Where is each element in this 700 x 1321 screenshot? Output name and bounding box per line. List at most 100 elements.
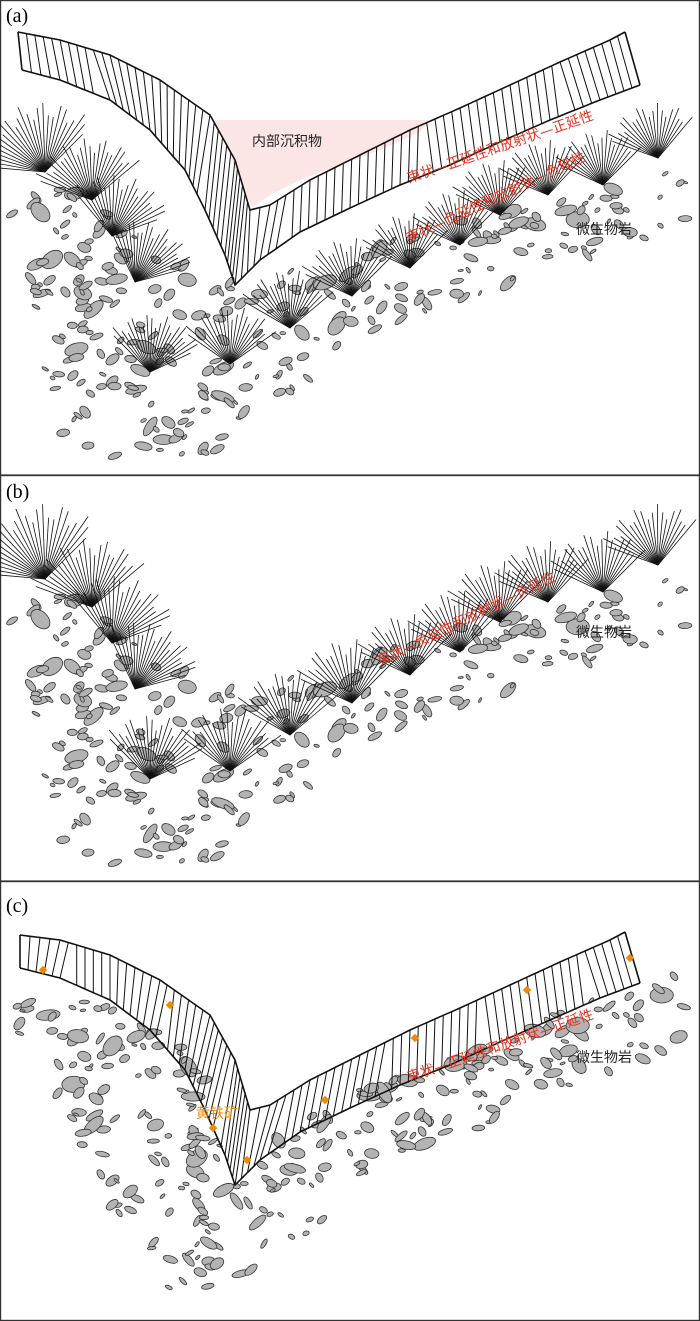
pebble: [156, 447, 164, 452]
pebble: [187, 1150, 195, 1156]
pebble: [200, 407, 211, 414]
pebble: [272, 374, 280, 378]
pebble: [335, 1131, 347, 1140]
pebble: [266, 1211, 274, 1217]
pebble: [79, 1076, 89, 1085]
pebble: [315, 1172, 324, 1183]
pebble: [161, 416, 176, 429]
pebble: [316, 1214, 328, 1225]
pebble: [652, 983, 665, 995]
pebble: [89, 739, 104, 748]
crystal-column: [192, 109, 204, 187]
crystal-column: [374, 1042, 386, 1097]
pebble: [201, 772, 215, 784]
crystal-column: [316, 1071, 328, 1125]
pebble: [588, 601, 594, 607]
pebble: [522, 1063, 534, 1069]
pebble: [66, 728, 78, 737]
crystal-column: [576, 954, 584, 1006]
pebble: [237, 812, 250, 826]
crystal-column: [466, 1004, 469, 1058]
pebble: [279, 738, 287, 743]
crystal-column: [25, 33, 32, 73]
crystal-column: [101, 52, 118, 106]
pebble: [107, 788, 122, 798]
crystal-column: [576, 54, 593, 104]
pebble: [61, 234, 69, 240]
pebble: [623, 1012, 630, 1018]
pebble: [107, 451, 122, 460]
crystal-column: [229, 1084, 243, 1171]
pebble: [178, 1185, 186, 1191]
pebble: [609, 609, 623, 617]
pebble: [627, 1017, 638, 1028]
pebble: [76, 1141, 88, 1148]
crystal-column: [434, 118, 443, 169]
pebble: [271, 332, 281, 340]
pebble: [367, 731, 382, 741]
pebble: [243, 1196, 253, 1210]
pebble: [341, 705, 351, 715]
crystal-column: [451, 111, 459, 162]
crystal-column: [34, 35, 42, 76]
pebble: [303, 373, 313, 383]
pebble: [96, 790, 107, 797]
crystal-column: [426, 122, 434, 172]
crystal-column: [357, 1050, 369, 1105]
pebble: [244, 1263, 258, 1276]
pebble: [413, 700, 425, 713]
pebble: [594, 614, 601, 620]
crystal-column: [299, 1079, 311, 1133]
pebble: [623, 207, 630, 213]
crystal-column: [341, 1059, 353, 1113]
pebble: [140, 1042, 147, 1051]
crystal-column: [542, 969, 551, 1021]
crystal-column: [357, 154, 361, 205]
crystal-fan: [550, 531, 646, 593]
crystal-column: [224, 159, 236, 256]
microbialite-label-a: 微生物岩: [576, 222, 632, 238]
pebble: [238, 383, 253, 392]
pebble: [185, 421, 194, 428]
pebble: [172, 428, 185, 438]
pebble: [194, 1241, 200, 1248]
pebble: [675, 586, 685, 594]
crystal-column: [155, 984, 168, 1037]
pebble: [622, 227, 638, 238]
crystal-fan: [242, 270, 334, 329]
pebble: [366, 1111, 374, 1118]
pebble: [529, 629, 540, 636]
crystal-column: [291, 189, 295, 238]
crystal-column: [366, 150, 369, 201]
pebble: [341, 298, 351, 308]
crystal-column: [51, 939, 61, 977]
pebble: [135, 1073, 142, 1078]
crystal-column: [366, 1046, 378, 1101]
pebble: [198, 1214, 210, 1221]
pebble: [327, 723, 346, 743]
pebble: [124, 355, 137, 363]
pebble: [395, 700, 408, 710]
pebble: [238, 790, 253, 799]
crystal-fan: [555, 130, 642, 186]
pebble: [185, 828, 194, 835]
pebble: [457, 269, 464, 272]
pebble: [560, 1039, 570, 1044]
crystal-column: [42, 36, 51, 78]
pebble: [156, 854, 164, 859]
crystal-fan: [301, 238, 393, 297]
pebble: [422, 307, 428, 314]
pebble: [212, 1183, 235, 1198]
crystal-column: [122, 963, 128, 1011]
pebble: [395, 293, 408, 303]
pebble: [305, 1216, 314, 1223]
crystal-column: [129, 967, 136, 1016]
pebble: [195, 1254, 201, 1261]
pebble: [504, 1079, 520, 1090]
crystal-column: [442, 115, 451, 166]
pebble: [487, 672, 495, 679]
pebble: [181, 841, 188, 848]
pebble: [315, 1138, 326, 1149]
pebble: [49, 375, 56, 381]
